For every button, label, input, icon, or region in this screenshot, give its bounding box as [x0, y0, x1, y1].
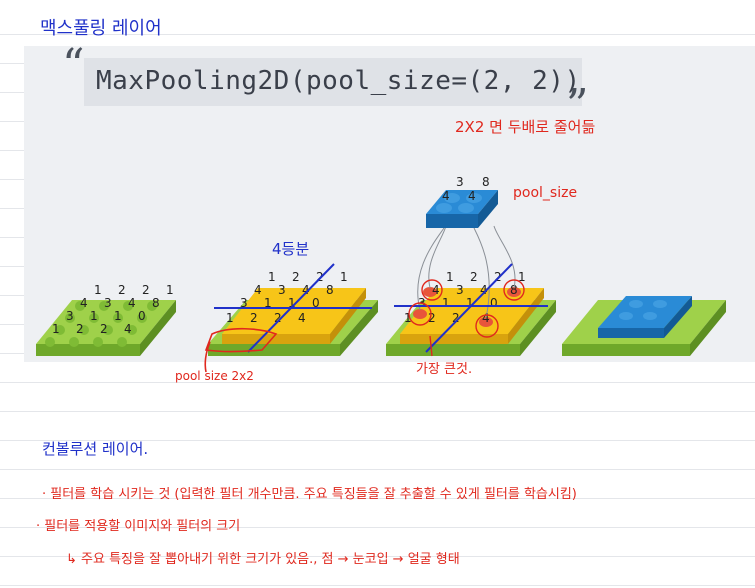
- grid-cell: 0: [490, 296, 498, 310]
- note-line-filter-size: · 필터를 적용할 이미지와 필터의 크기: [36, 515, 240, 534]
- grid-cell: 2: [470, 270, 478, 284]
- max-selection-block: 1 2 2 1 4 3 4 8 3 1 1 0 1 2 2 4: [386, 226, 556, 356]
- grid-cell: 2: [292, 270, 300, 284]
- note-pool-size: pool_size: [513, 185, 577, 201]
- grid-cell: 8: [152, 296, 160, 310]
- grid-cell: 4: [432, 283, 440, 297]
- grid-cell: 8: [482, 175, 490, 189]
- grid-cell: 3: [66, 309, 74, 323]
- input-grid-block: 1 2 2 1 4 3 4 8 3 1 1 0 1 2 2 4: [36, 283, 176, 356]
- note-line-filter-learning: · 필터를 학습 시키는 것 (입력한 필터 개수만큼. 주요 특징들을 잘 추…: [42, 483, 577, 502]
- conv-layer-heading: 컨볼루션 레이어.: [42, 438, 148, 459]
- grid-cell: 1: [226, 311, 234, 325]
- grid-cell: 4: [442, 189, 450, 203]
- pooled-result-block: [562, 296, 726, 356]
- grid-cell: 3: [278, 283, 286, 297]
- grid-cell: 4: [128, 296, 136, 310]
- grid-cell: 8: [326, 283, 334, 297]
- grid-cell: 1: [52, 322, 60, 336]
- note-line-feature-size: ↳ 주요 특징을 잘 뽑아내기 위한 크기가 있음., 점 → 눈코입 → 얼굴…: [66, 548, 460, 567]
- quartered-grid-block: 1 2 2 1 4 3 4 8 3 1 1 0 1 2 2 4: [205, 264, 378, 372]
- grid-cell: 1: [446, 270, 454, 284]
- grid-cell: 2: [142, 283, 150, 297]
- note-max-value: 가장 큰것.: [416, 358, 472, 377]
- grid-cell: 1: [268, 270, 276, 284]
- note-four-split: 4등분: [272, 238, 309, 259]
- pooled-brick: 3 8 4 4: [426, 175, 498, 228]
- grid-cell: 2: [428, 311, 436, 325]
- grid-cell: 4: [298, 311, 306, 325]
- grid-cell: 4: [254, 283, 262, 297]
- grid-cell: 1: [442, 296, 450, 310]
- grid-cell: 2: [250, 311, 258, 325]
- grid-cell: 4: [468, 189, 476, 203]
- note-pool-size-2x2: pool size 2x2: [175, 369, 254, 383]
- grid-cell: 1: [94, 283, 102, 297]
- grid-cell: 1: [90, 309, 98, 323]
- grid-cell: 2: [118, 283, 126, 297]
- grid-cell: 2: [76, 322, 84, 336]
- grid-cell: 0: [138, 309, 146, 323]
- grid-cell: 2: [100, 322, 108, 336]
- grid-cell: 4: [124, 322, 132, 336]
- grid-cell: 8: [510, 283, 518, 297]
- grid-cell: 4: [482, 311, 490, 325]
- grid-cell: 3: [104, 296, 112, 310]
- grid-cell: 1: [114, 309, 122, 323]
- grid-cell: 3: [456, 175, 464, 189]
- grid-cell: 3: [456, 283, 464, 297]
- grid-cell: 1: [340, 270, 348, 284]
- grid-cell: 1: [166, 283, 174, 297]
- grid-cell: 4: [80, 296, 88, 310]
